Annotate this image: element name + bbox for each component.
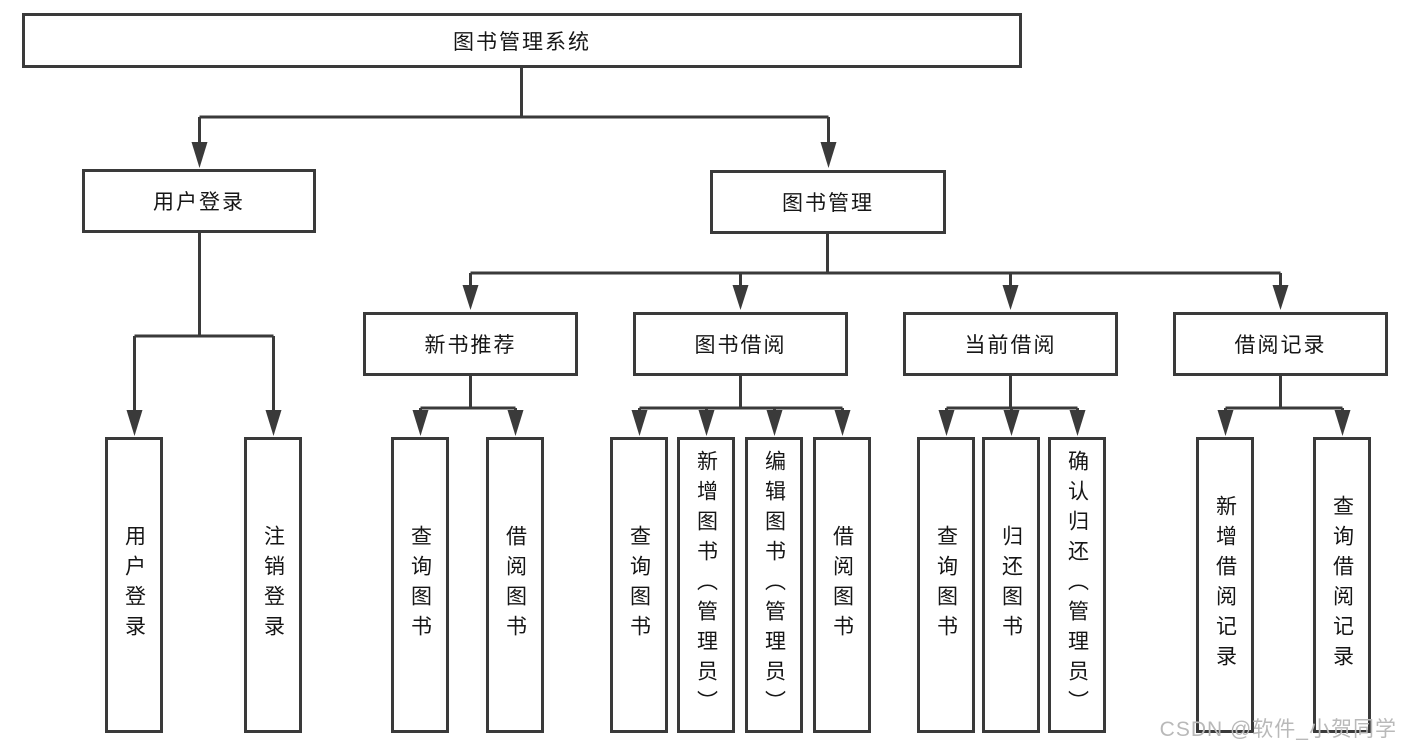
leaf-confirm-return-admin: 确认归还（管理员） [1048,437,1106,733]
node-label: 借阅图书 [830,525,854,645]
node-label: 图书管理系统 [453,30,591,54]
node-label: 新增借阅记录 [1213,495,1237,675]
node-label: 图书借阅 [694,334,787,357]
node-current-borrow: 当前借阅 [903,312,1118,376]
node-label: 查询图书 [934,525,958,645]
leaf-edit-book-admin: 编辑图书（管理员） [745,437,803,733]
leaf-borrow-book-recommend: 借阅图书 [486,437,544,733]
leaf-add-borrow-record: 新增借阅记录 [1196,437,1254,733]
leaf-user-login: 用户登录 [105,437,163,733]
leaf-add-book-admin: 新增图书（管理员） [677,437,735,733]
csdn-watermark: CSDN @软件_小贺同学 [1159,718,1397,741]
node-book-borrow: 图书借阅 [633,312,848,376]
leaf-query-book-borrow: 查询图书 [610,437,668,733]
leaf-logout: 注销登录 [244,437,302,733]
node-label: 编辑图书（管理员） [762,450,786,720]
node-borrow-record: 借阅记录 [1173,312,1388,376]
node-label: 归还图书 [999,525,1023,645]
leaf-return-book: 归还图书 [982,437,1040,733]
leaf-borrow-book: 借阅图书 [813,437,871,733]
leaf-query-book-current: 查询图书 [917,437,975,733]
node-label: 图书管理 [782,192,874,215]
node-label: 新增图书（管理员） [694,450,718,720]
leaf-query-borrow-record: 查询借阅记录 [1313,437,1371,733]
node-user-login: 用户登录 [82,169,316,233]
node-label: 确认归还（管理员） [1065,450,1089,720]
node-label: 新书推荐 [424,334,517,357]
node-library-management-system: 图书管理系统 [22,13,1022,68]
node-label: 查询图书 [627,525,651,645]
node-label: 借阅图书 [503,525,527,645]
node-book-management: 图书管理 [710,170,946,234]
node-label: 注销登录 [261,525,285,645]
node-new-book-recommend: 新书推荐 [363,312,578,376]
node-label: 当前借阅 [964,334,1057,357]
node-label: 用户登录 [153,191,245,214]
leaf-query-book-recommend: 查询图书 [391,437,449,733]
node-label: 查询借阅记录 [1330,495,1354,675]
node-label: 用户登录 [122,525,146,645]
node-label: 借阅记录 [1234,334,1327,357]
node-label: 查询图书 [408,525,432,645]
